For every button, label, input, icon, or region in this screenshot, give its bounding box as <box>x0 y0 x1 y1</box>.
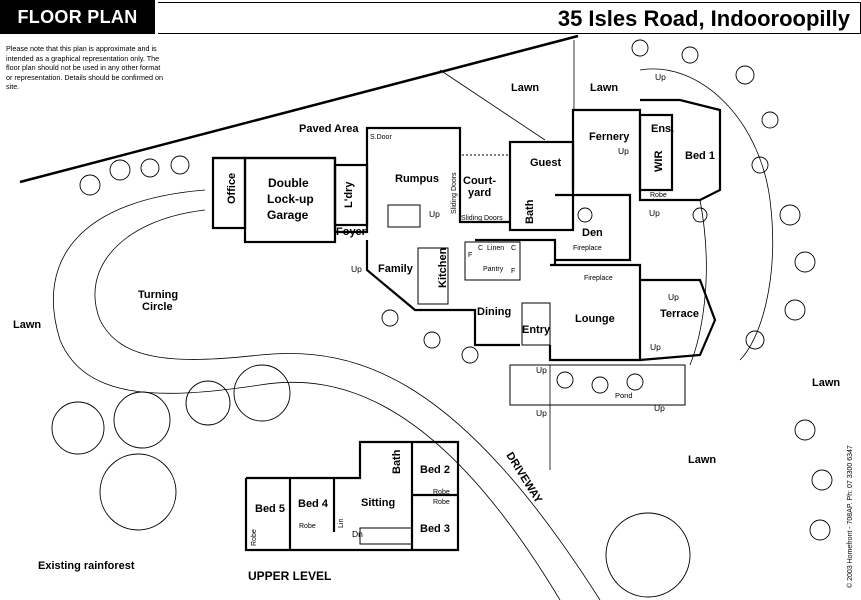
family-dining-wall <box>365 240 520 347</box>
up-garden: Up <box>655 72 666 82</box>
laundry-wall <box>333 163 369 227</box>
lawn-edge <box>439 69 546 141</box>
laundry-label: L'dry <box>343 181 355 208</box>
wir-ensuite-wall <box>638 113 674 192</box>
upper-stairs <box>359 527 413 545</box>
lawn-label-west: Lawn <box>13 319 41 331</box>
courtyard-label-2: yard <box>468 187 491 199</box>
upper-level-title: UPPER LEVEL <box>248 569 331 583</box>
dining-label: Dining <box>477 306 511 318</box>
bath-label: Bath <box>524 199 536 224</box>
bed1-label: Bed 1 <box>685 150 715 162</box>
terrace-label: Terrace <box>660 308 699 320</box>
entry-label: Entry <box>522 324 551 336</box>
garage-label-1: Double <box>268 176 309 190</box>
bed2-label: Bed 2 <box>420 464 450 476</box>
up-rumpus: Up <box>429 209 440 219</box>
disclaimer-note: Please note that this plan is approximat… <box>6 44 164 92</box>
up-pond: Up <box>654 403 665 413</box>
garage-label-3: Garage <box>267 208 309 222</box>
fernery-label: Fernery <box>589 131 630 143</box>
c-label-2: C <box>511 245 516 252</box>
guest-wall <box>508 140 575 232</box>
robe-label-bed1: Robe <box>650 192 667 199</box>
bed5-label: Bed 5 <box>255 503 285 515</box>
bed4-label: Bed 4 <box>298 498 329 510</box>
driveway-edge-inner <box>94 209 601 600</box>
paved-area-label: Paved Area <box>299 123 359 135</box>
turning-circle-label-1: Turning <box>138 289 178 301</box>
floor-plan-title: FLOOR PLAN <box>0 0 155 34</box>
lawn-label-northeast: Lawn <box>590 82 618 94</box>
lounge-label: Lounge <box>575 313 615 325</box>
office-label: Office <box>226 173 238 204</box>
robe-label-bed5: Robe <box>251 529 258 546</box>
up-foyer: Up <box>351 264 362 274</box>
driveway-edge-outer <box>52 189 561 600</box>
up-terrace: Up <box>668 292 679 302</box>
front-steps <box>509 364 686 406</box>
copyright-note: © 2003 Homefront - 708AP. Ph: 07 3300 63… <box>846 445 854 588</box>
terrace-edge <box>689 199 707 366</box>
lawn-label-south: Lawn <box>688 454 716 466</box>
dn-upper-stairs: Dn <box>352 529 363 539</box>
garden-edge <box>639 68 773 361</box>
turning-circle-label-2: Circle <box>142 301 173 313</box>
robe-label-bed3: Robe <box>433 499 450 506</box>
f-label-1: F <box>468 252 472 259</box>
up-fernery: Up <box>618 146 629 156</box>
up-bed1: Up <box>649 208 660 218</box>
garden-shrubs <box>79 39 833 541</box>
kitchen-label: Kitchen <box>437 247 449 288</box>
den-wall <box>555 193 632 262</box>
pantry-linen-block <box>464 241 521 281</box>
property-boundary <box>19 34 579 184</box>
fireplace-label-lounge: Fireplace <box>584 275 613 282</box>
robe-label-bed2: Robe <box>433 489 450 496</box>
guest-label: Guest <box>530 157 562 169</box>
wir-label: WIR <box>653 151 665 172</box>
up-lounge: Up <box>650 342 661 352</box>
pantry-label: Pantry <box>483 266 504 273</box>
upper-bath-label: Bath <box>391 449 403 474</box>
robe-label-bed4: Robe <box>299 523 316 530</box>
ensuite-label: Ens. <box>651 123 674 135</box>
courtyard-label-1: Court- <box>463 175 496 187</box>
f-label-2: F <box>511 268 515 275</box>
s-door-label: S.Door <box>370 134 392 141</box>
rainforest-label: Existing rainforest <box>38 560 135 572</box>
terrace-outline <box>639 278 717 362</box>
kitchen-bench <box>417 247 449 305</box>
sliding-doors-label: Sliding Doors <box>461 215 503 222</box>
linen-label: Linen <box>487 245 504 252</box>
den-label: Den <box>582 227 603 239</box>
master-wing-wall <box>571 98 722 202</box>
pond-label: Pond <box>615 391 633 400</box>
entry-block <box>521 302 551 346</box>
sliding-doors-vertical-label: Sliding Doors <box>451 172 458 214</box>
driveway-label: DRIVEWAY <box>503 450 544 506</box>
up-entry: Up <box>536 365 547 375</box>
foyer-label: Foyer <box>336 226 367 238</box>
sitting-label: Sitting <box>361 497 395 509</box>
rainforest-trees <box>51 364 691 598</box>
upper-level-outline <box>244 440 460 552</box>
lawn-label-east: Lawn <box>812 377 840 389</box>
rumpus-stairs <box>387 204 421 228</box>
lin-label: Lin <box>338 519 345 528</box>
lawn-label-north: Lawn <box>511 82 539 94</box>
garage-label-2: Lock-up <box>267 192 314 206</box>
fireplace-label-den: Fireplace <box>573 245 602 252</box>
family-label: Family <box>378 263 414 275</box>
c-label-1: C <box>478 245 483 252</box>
rumpus-label: Rumpus <box>395 173 439 185</box>
bed3-label: Bed 3 <box>420 523 450 535</box>
up-front-steps: Up <box>536 408 547 418</box>
kitchen-top-wall <box>475 238 557 265</box>
